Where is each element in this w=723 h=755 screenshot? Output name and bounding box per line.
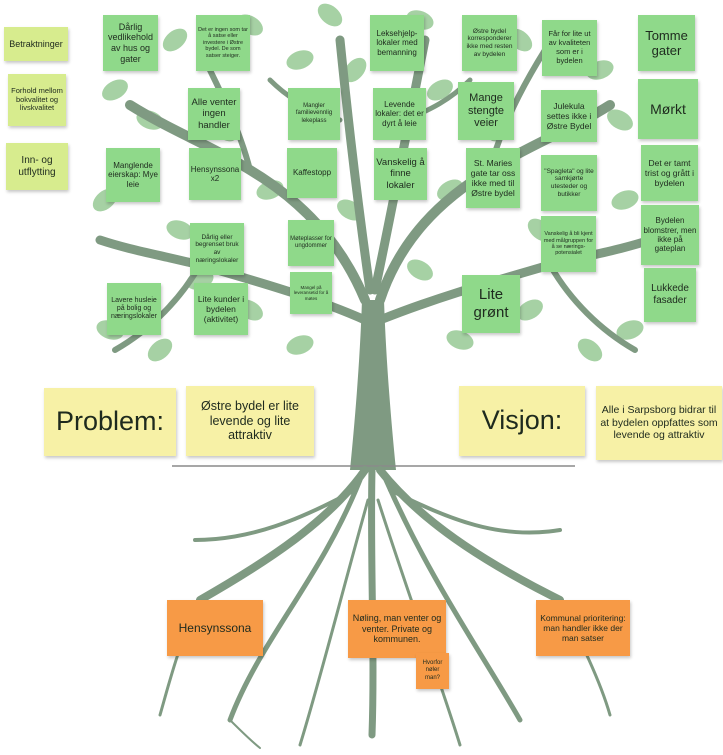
roots bbox=[158, 466, 612, 749]
note-lite-kunder: Lite kunder i bydelen (aktivitet) bbox=[194, 283, 248, 335]
root-kommunal-prioritering: Kommunal prioritering: man handler ikke … bbox=[536, 600, 630, 656]
note-lavere-husleie: Lavere husleie på bolig og næringslokale… bbox=[107, 283, 161, 335]
note-vanskelig-lokaler: Vanskelig å finne lokaler bbox=[374, 148, 427, 200]
note-eierskap: Manglende eierskap: Mye leie bbox=[106, 148, 160, 202]
trunk bbox=[350, 300, 396, 470]
legend-betraktninger: Betraktninger bbox=[4, 27, 68, 61]
note-alle-venter: Alle venter ingen handler bbox=[188, 88, 240, 140]
root-hvorfor-noler: Hvorfor nøler man? bbox=[416, 653, 449, 689]
legend-bokvalitet: Forhold mellom bokvalitet og livskvalite… bbox=[8, 74, 66, 126]
note-levende-lokaler: Levende lokaler: det er dyrt å leie bbox=[373, 88, 426, 140]
note-blomstrer: Bydelen blomstrer, men ikke på gateplan bbox=[641, 205, 699, 265]
vision-statement: Alle i Sarpsborg bidrar til at bydelen o… bbox=[596, 386, 722, 460]
note-st-maries: St. Maries gate tar oss ikke med til Øst… bbox=[466, 148, 520, 208]
note-leksehjelp: Leksehjelp-lokaler med bemanning bbox=[370, 15, 424, 71]
problem-statement: Østre bydel er lite levende og lite attr… bbox=[186, 386, 314, 456]
note-lukkede-fasader: Lukkede fasader bbox=[644, 268, 696, 322]
note-leveransetid: Mangel på leveransetid for å møtes bbox=[290, 272, 332, 314]
note-vedlikehold: Dårlig vedlikehold av hus og gater bbox=[103, 15, 158, 71]
note-korresponderer: Østre bydel korresponderer ikke med rest… bbox=[462, 15, 517, 71]
note-kaffestopp: Kaffestopp bbox=[287, 148, 337, 198]
note-moteplasser: Møteplasser for ungdommer bbox=[288, 220, 334, 266]
root-noling: Nøling, man venter og venter. Private og… bbox=[348, 600, 446, 658]
note-malgruppen: Vanskelig å bli kjent med målgruppen for… bbox=[541, 216, 596, 272]
problem-label: Problem: bbox=[44, 388, 176, 456]
legend-utflytting: Inn- og utflytting bbox=[6, 143, 68, 190]
note-lite-gront: Lite grønt bbox=[462, 275, 520, 333]
note-lekeplass: Mangler familievennlig lekeplass bbox=[288, 88, 340, 140]
note-hensynssona-x2: Hensynssona x2 bbox=[189, 148, 241, 200]
note-kvaliteten: Får for lite ut av kvaliteten som er i b… bbox=[542, 20, 597, 76]
note-morkt: Mørkt bbox=[638, 79, 698, 139]
note-julekula: Julekula settes ikke i Østre Bydel bbox=[541, 90, 597, 142]
note-tamt-trist: Det er tamt trist og grått i bydelen bbox=[641, 145, 698, 201]
vision-label: Visjon: bbox=[459, 386, 585, 456]
root-hensynssona: Hensynssona bbox=[167, 600, 263, 656]
note-stengte-veier: Mange stengte veier bbox=[458, 82, 514, 140]
note-tomme-gater: Tomme gater bbox=[638, 15, 695, 71]
note-spagleta: "Spagleta" og lite samkjørte utesteder o… bbox=[541, 155, 597, 211]
note-ingen-satser: Det er ingen som tar å satse eller inves… bbox=[196, 15, 250, 71]
note-naeringslokaler: Dårlig eller begrenset bruk av næringslo… bbox=[190, 223, 244, 275]
